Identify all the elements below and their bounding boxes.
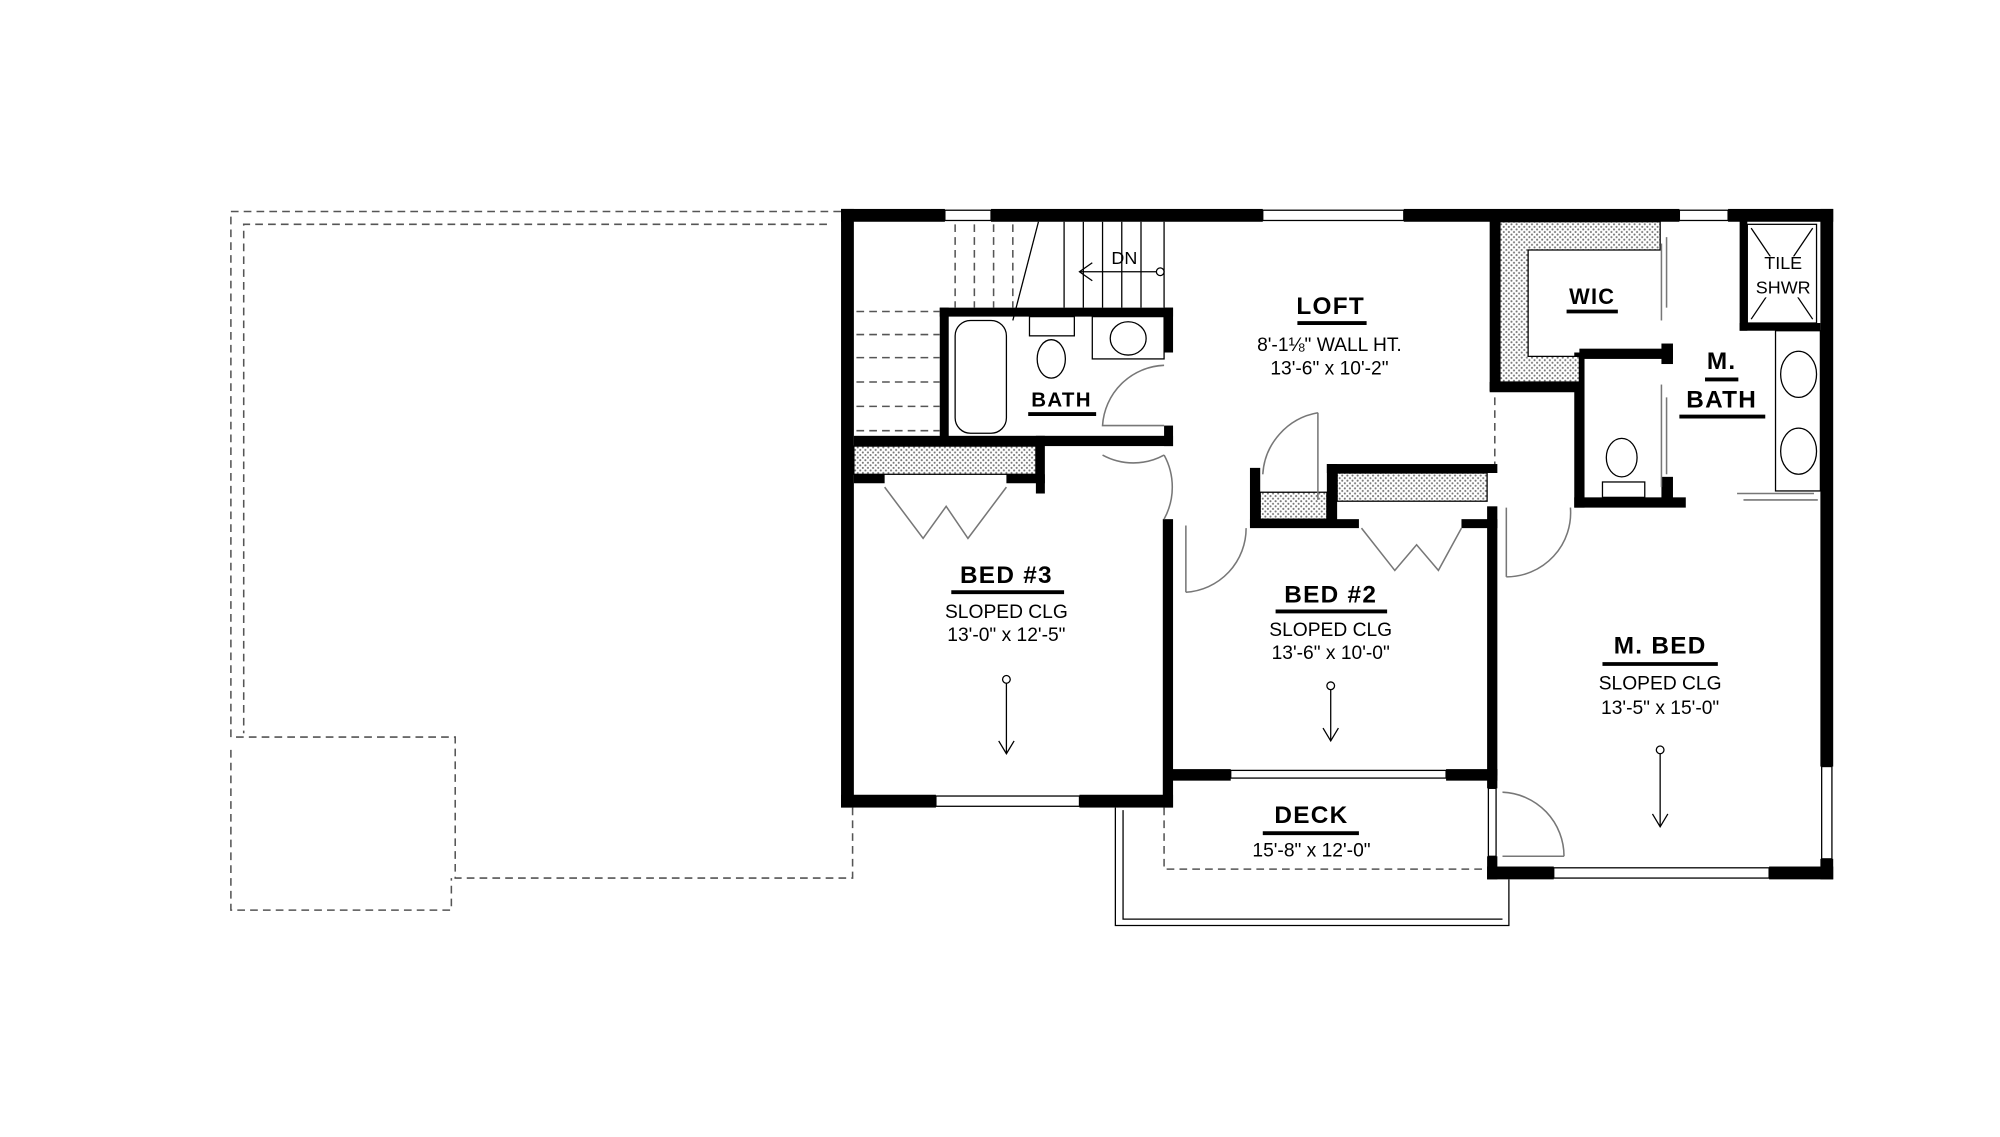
room-loft: LOFT 8'-1⅛" WALL HT. 13'-6" x 10'-2" bbox=[1257, 293, 1402, 379]
slope-arrows bbox=[998, 674, 1669, 829]
room-size: 13'-6" x 10'-0" bbox=[1272, 643, 1390, 664]
lower-floor-outline bbox=[230, 210, 1488, 911]
doors bbox=[884, 237, 1818, 858]
shower bbox=[1746, 223, 1818, 324]
double-vanity bbox=[1774, 330, 1822, 492]
wall-height: 8'-1⅛" WALL HT. bbox=[1257, 335, 1402, 356]
room-deck: DECK 15'-8" x 12'-0" bbox=[1252, 802, 1370, 861]
room-size: 13'-0" x 12'-5" bbox=[947, 625, 1065, 646]
room-size: 15'-8" x 12'-0" bbox=[1252, 840, 1370, 861]
toilet bbox=[1036, 339, 1067, 379]
ceiling-type: SLOPED CLG bbox=[1269, 620, 1392, 641]
interior-walls bbox=[853, 220, 1821, 808]
toilet bbox=[1605, 437, 1638, 478]
room-tile-shower: TILE SHWR bbox=[1756, 253, 1811, 297]
room-title: BATH bbox=[1686, 387, 1757, 414]
sink bbox=[1780, 427, 1818, 475]
room-title: M. BED bbox=[1614, 633, 1707, 660]
sink bbox=[1780, 350, 1818, 399]
bathtub bbox=[954, 319, 1008, 434]
stairs: DN bbox=[856, 221, 1165, 432]
stairs-down-label: DN bbox=[1111, 248, 1137, 268]
room-master-bed: M. BED SLOPED CLG 13'-5" x 15'-0" bbox=[1599, 633, 1722, 719]
label-line: SHWR bbox=[1756, 278, 1811, 298]
toilet-tank bbox=[1601, 481, 1646, 498]
closet-shelves bbox=[853, 221, 1661, 520]
room-bed3: BED #3 SLOPED CLG 13'-0" x 12'-5" bbox=[945, 562, 1068, 646]
room-title: LOFT bbox=[1296, 293, 1365, 320]
room-master-bath: M. BATH bbox=[1679, 348, 1766, 419]
toilet-tank bbox=[1028, 315, 1075, 337]
ceiling-type: SLOPED CLG bbox=[945, 602, 1068, 623]
windows bbox=[935, 209, 1833, 879]
room-title: BED #3 bbox=[960, 562, 1053, 589]
deck-railing bbox=[1114, 807, 1510, 927]
room-bath: BATH bbox=[1028, 388, 1097, 416]
room-title: M. bbox=[1707, 348, 1737, 375]
sink bbox=[1109, 321, 1147, 356]
room-wic: WIC bbox=[1566, 284, 1618, 314]
room-title: BATH bbox=[1031, 388, 1092, 411]
room-bed2: BED #2 SLOPED CLG 13'-6" x 10'-0" bbox=[1269, 581, 1392, 663]
label-line: TILE bbox=[1764, 253, 1802, 273]
room-title: WIC bbox=[1569, 284, 1615, 309]
ceiling-type: SLOPED CLG bbox=[1599, 674, 1722, 695]
exterior-walls bbox=[841, 208, 1834, 880]
room-title: DECK bbox=[1274, 802, 1348, 829]
room-title: BED #2 bbox=[1284, 581, 1377, 608]
fixtures bbox=[954, 223, 1822, 498]
room-size: 13'-5" x 15'-0" bbox=[1601, 698, 1719, 719]
room-size: 13'-6" x 10'-2" bbox=[1270, 358, 1388, 379]
vanity bbox=[1091, 315, 1165, 360]
